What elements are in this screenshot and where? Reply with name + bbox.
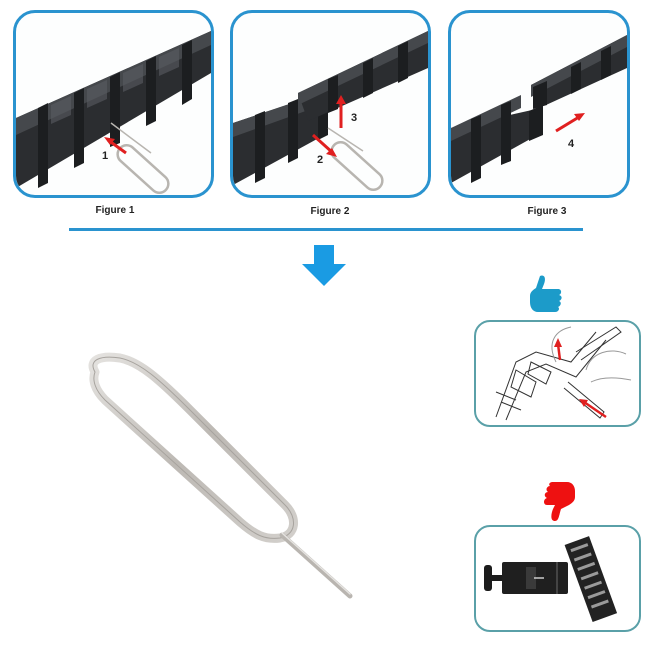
- figure-1-caption: Figure 1: [95, 205, 135, 216]
- thumbs-down-icon: [543, 481, 577, 523]
- step-label-4: 4: [568, 138, 575, 150]
- not-recommended-method-frame: [474, 525, 641, 632]
- step-label-1: 1: [102, 150, 108, 162]
- figure-3-illustration: 4: [451, 35, 627, 183]
- not-recommended-method-illustration: [484, 536, 618, 623]
- figure-2-illustration: 2 3: [233, 31, 428, 191]
- thumbs-up-icon: [528, 274, 564, 314]
- step-label-3: 3: [351, 112, 357, 124]
- figure-1-frame: 1: [13, 10, 214, 198]
- section-separator: [69, 228, 583, 231]
- figure-2-frame: 2 3: [230, 10, 431, 198]
- figure-3-frame: 4: [448, 10, 630, 198]
- sim-ejector-pin-image: [60, 330, 380, 620]
- step-label-2: 2: [317, 154, 323, 166]
- figure-2-caption: Figure 2: [310, 206, 350, 217]
- recommended-method-frame: [474, 320, 641, 427]
- recommended-method-illustration: [495, 326, 632, 421]
- figure-3-caption: Figure 3: [527, 206, 567, 217]
- down-arrow-icon: [300, 245, 348, 287]
- figure-1-illustration: 1: [16, 31, 211, 194]
